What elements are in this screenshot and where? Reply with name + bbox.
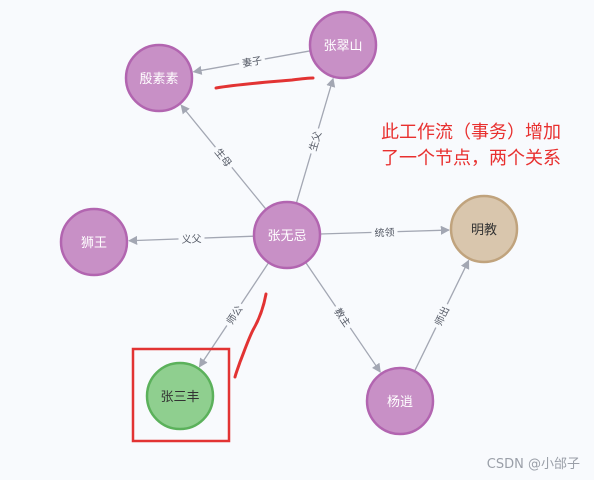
- node-zhangwuji[interactable]: 张无忌: [252, 200, 322, 270]
- annotation-line-2: 了一个节点，两个关系: [381, 148, 561, 169]
- edge-zhangwuji-yinsusu[interactable]: 生母: [180, 104, 267, 210]
- watermark: CSDN @小邰子: [486, 457, 580, 472]
- node-mingjiao[interactable]: 明教: [449, 194, 519, 264]
- node-label: 张无忌: [267, 229, 306, 244]
- node-circle[interactable]: [308, 10, 378, 80]
- annotation-note: 此工作流（事务）增加 了一个节点，两个关系: [381, 120, 586, 172]
- node-circle[interactable]: [145, 361, 215, 431]
- edge-zhangwuji-mingjiao[interactable]: 统领: [319, 224, 450, 240]
- edge-zhangwuji-yangxiao[interactable]: 教主: [305, 261, 381, 373]
- edge-label-bg: [329, 302, 357, 332]
- node-label: 杨逍: [387, 395, 413, 410]
- node-yinsusu[interactable]: 殷素素: [124, 43, 194, 113]
- edge-zhangwuji-zhangsanfeng[interactable]: 师公: [198, 262, 270, 368]
- edge-label: 义父: [181, 233, 201, 246]
- node-label: 明教: [471, 222, 497, 238]
- node-label: 张翠山: [323, 39, 362, 54]
- edge-label-bg: [371, 224, 398, 240]
- edge-label-bg: [221, 299, 248, 330]
- node-circle[interactable]: [59, 207, 129, 277]
- node-zhangsanfeng[interactable]: 张三丰: [145, 361, 215, 431]
- node-label: 狮王: [81, 236, 107, 251]
- new-node-highlight-box: [131, 347, 231, 443]
- edge-label: 妻子: [241, 54, 263, 70]
- edge-zhangwuji-zhangcuishan[interactable]: 生父: [295, 77, 336, 204]
- edge-label-bg: [237, 52, 267, 71]
- edge-zhangwuji-shiwang[interactable]: 义父: [128, 230, 255, 246]
- node-circle[interactable]: [124, 43, 194, 113]
- edge-label: 统领: [374, 226, 394, 240]
- edge-yangxiao-mingjiao[interactable]: 师出: [413, 259, 470, 372]
- edge-label-bg: [209, 142, 238, 172]
- node-circle[interactable]: [252, 200, 322, 270]
- node-shiwang[interactable]: 狮王: [59, 207, 129, 277]
- edge-label-bg: [178, 230, 205, 246]
- annotation-line-1: 此工作流（事务）增加: [381, 122, 561, 143]
- edge-label-bg: [304, 126, 326, 156]
- edge-label-bg: [429, 301, 454, 331]
- node-circle[interactable]: [449, 194, 519, 264]
- edge-zhangcuishan-yinsusu[interactable]: 妻子: [192, 50, 311, 75]
- node-label: 张三丰: [160, 390, 199, 405]
- node-yangxiao[interactable]: 杨逍: [365, 366, 435, 436]
- red-mark-stroke: [233, 292, 268, 379]
- node-zhangcuishan[interactable]: 张翠山: [308, 10, 378, 80]
- node-label: 殷素素: [139, 72, 178, 87]
- node-circle[interactable]: [365, 366, 435, 436]
- red-mark-underline: [214, 76, 315, 90]
